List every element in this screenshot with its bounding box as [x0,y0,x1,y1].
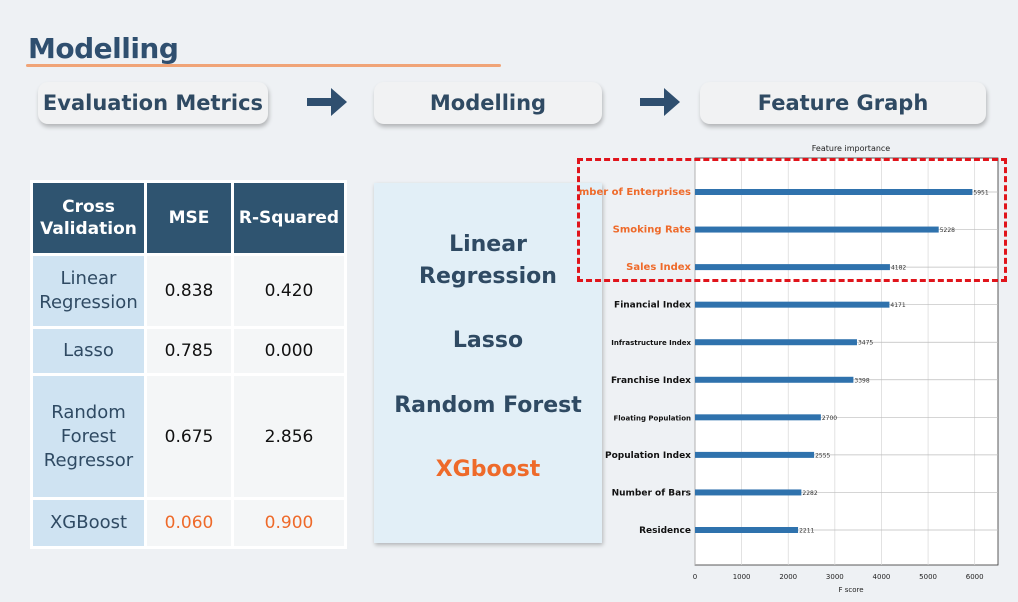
feature-importance-svg: 0 1000 2000 3000 4000 5000 6000 5951 Number of E… [563,144,999,594]
mse-cell: 0.785 [147,329,231,373]
r2-cell: 2.856 [234,376,344,497]
bar-value-label: 4171 [890,302,905,309]
x-tick-label: 6000 [966,573,984,581]
arrow-right-icon [640,88,680,116]
table-header-row: Cross Validation MSE R-Squared [33,183,344,253]
bar-value-label: 2211 [799,528,814,535]
bar [695,376,854,383]
bar-value-label: 2282 [802,490,817,497]
y-tick-label: Number of Bars [612,488,691,498]
models-panel: Linear Regression Lasso Random Forest XG… [374,183,602,543]
bar [695,414,821,421]
model-lasso: Lasso [452,328,524,353]
bar-value-label: 2700 [822,415,837,422]
plot-area [694,157,999,566]
y-tick-label: Smoking Rate [613,225,692,236]
y-tick-label: Number of Enterprises [578,187,691,198]
table-row: Random Forest Regressor 0.675 2.856 [33,376,344,497]
model-cell: Lasso [33,329,144,373]
bar [695,489,802,496]
mse-cell: 0.060 [147,500,231,546]
bar-value-label: 2555 [815,452,830,459]
bar-value-label: 5228 [940,227,955,234]
x-tick-label: 4000 [873,573,891,581]
bar-value-label: 5951 [973,190,988,197]
model-linear-regression: Linear Regression [419,232,557,289]
mse-cell: 0.675 [147,376,231,497]
mse-cell: 0.838 [147,256,231,326]
bar-value-label: 4182 [891,265,906,272]
arrow-right-icon [307,88,347,116]
metrics-table: Cross Validation MSE R-Squared Linear Re… [30,180,347,549]
x-tick-label: 1000 [733,573,751,581]
r2-cell: 0.420 [234,256,344,326]
model-cell: Linear Regression [33,256,144,326]
model-cell: Random Forest Regressor [33,376,144,497]
y-tick-label: Franchise Index [611,376,691,386]
highlight-box [577,158,1007,282]
bar [695,189,973,195]
column-header: MSE [147,183,231,253]
bar [695,301,890,308]
column-header: Cross Validation [33,183,144,253]
model-cell: XGBoost [33,500,144,546]
column-header: R-Squared [234,183,344,253]
model-xgboost: XGboost [435,457,541,482]
bar [695,339,857,346]
step-evaluation-metrics[interactable]: Evaluation Metrics [38,82,268,124]
bar-value-label: 3475 [858,340,873,347]
x-tick-label: 0 [693,573,697,581]
step-feature-graph[interactable]: Feature Graph [700,82,986,124]
bar-value-label: 3398 [854,377,869,384]
step-modelling[interactable]: Modelling [374,82,602,124]
table-row: Linear Regression 0.838 0.420 [33,256,344,326]
table-row: Lasso 0.785 0.000 [33,329,344,373]
x-tick-label: 2000 [779,573,797,581]
chart-title: Feature importance [812,144,891,153]
r2-cell: 0.000 [234,329,344,373]
bar [695,451,815,458]
y-tick-label: Residence [639,526,691,536]
y-tick-label: Population Index [605,451,691,461]
feature-importance-chart: 0 1000 2000 3000 4000 5000 6000 5951 Number of E… [563,140,1008,600]
table-row: XGBoost 0.060 0.900 [33,500,344,546]
title-underline [26,64,501,67]
page-title: Modelling [28,32,179,65]
bar [695,264,890,271]
y-tick-label: Floating Population [614,414,692,422]
y-tick-label: Sales Index [626,262,691,273]
bar [695,226,939,233]
chart-xlabel: F score [838,586,863,594]
y-tick-label: Financial Index [614,301,691,311]
x-tick-label: 5000 [919,573,937,581]
bar [695,527,799,533]
x-tick-label: 3000 [826,573,844,581]
y-tick-label: Infrastructure Index [611,339,691,347]
r2-cell: 0.900 [234,500,344,546]
model-random-forest: Random Forest [394,393,582,418]
